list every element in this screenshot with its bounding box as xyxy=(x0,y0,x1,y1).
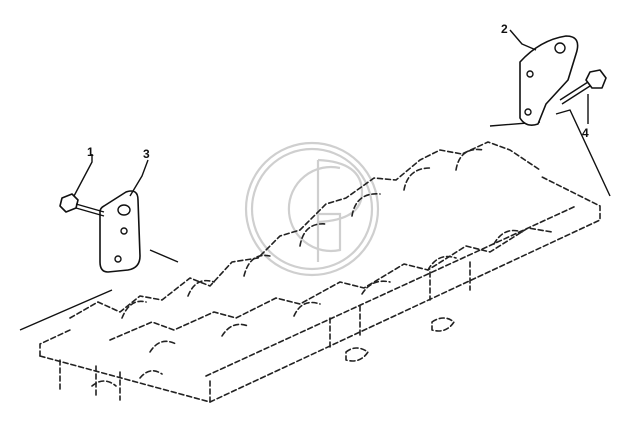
leader-lines xyxy=(73,29,589,197)
bracket-hole xyxy=(117,204,131,216)
bracket-part-3 xyxy=(99,190,141,273)
bolt-part-4 xyxy=(559,69,607,105)
bracket-part-2 xyxy=(519,35,579,126)
bolt-part-1 xyxy=(59,193,105,217)
leader-2 xyxy=(509,29,537,51)
bracket-hole-small xyxy=(114,255,122,263)
bracket-hole xyxy=(554,42,566,54)
callout-2: 2 xyxy=(501,22,508,36)
bracket-hole-small xyxy=(120,227,128,235)
cylinder-head-assembly xyxy=(39,141,601,403)
callout-4: 4 xyxy=(582,126,589,140)
bracket-hole-small xyxy=(526,70,534,78)
leader-3 xyxy=(129,159,149,197)
watermark-logo xyxy=(244,141,380,277)
leader-1 xyxy=(73,154,93,197)
reference-line-left xyxy=(19,249,179,331)
callout-1: 1 xyxy=(87,145,94,159)
bracket-right-group xyxy=(489,35,611,197)
bracket-hole-small xyxy=(524,108,532,116)
callout-3: 3 xyxy=(143,147,150,161)
bracket-left-group xyxy=(19,190,179,331)
reference-line-right xyxy=(489,109,611,197)
